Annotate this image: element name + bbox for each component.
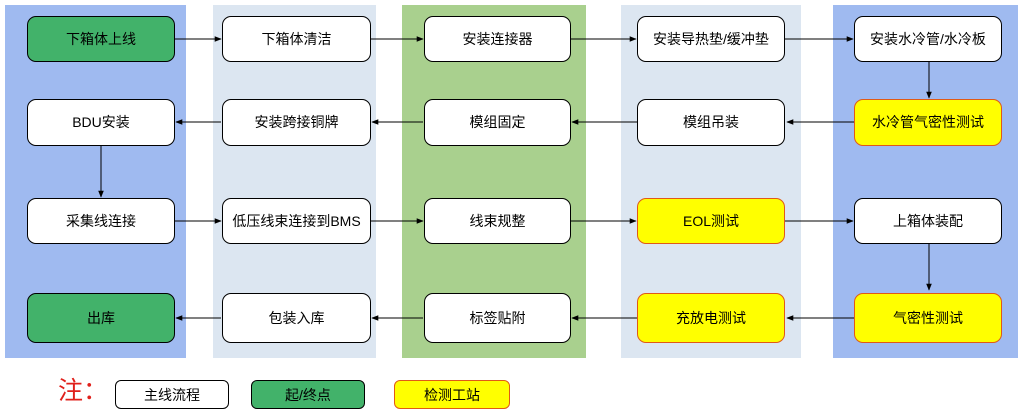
node-lv-harness-to-bms: 低压线束连接到BMS (222, 198, 371, 244)
legend-title: 注： (58, 378, 109, 405)
node-charge-discharge-test: 充放电测试 (637, 293, 785, 343)
node-eol-test: EOL测试 (637, 198, 785, 244)
node-outbound: 出库 (27, 293, 175, 343)
node-module-fixing: 模组固定 (424, 99, 571, 146)
node-harness-arrangement: 线束规整 (424, 198, 571, 244)
node-upper-box-assembly: 上箱体装配 (854, 198, 1002, 244)
node-water-pipe-airtight-test: 水冷管气密性测试 (854, 99, 1002, 146)
node-install-connector: 安装连接器 (424, 16, 571, 62)
node-airtight-test: 气密性测试 (854, 293, 1002, 343)
node-bdu-install: BDU安装 (27, 99, 175, 146)
node-module-hoisting: 模组吊装 (637, 99, 785, 146)
node-label-attach: 标签贴附 (424, 293, 571, 343)
node-packing-storage: 包装入库 (222, 293, 371, 343)
node-lower-box-online: 下箱体上线 (27, 16, 175, 62)
legend-start-end: 起/终点 (251, 380, 365, 409)
node-install-thermal-pad: 安装导热垫/缓冲垫 (637, 16, 785, 62)
node-install-water-cooling: 安装水冷管/水冷板 (854, 16, 1002, 62)
legend-test-station: 检测工站 (394, 380, 510, 409)
node-lower-box-cleaning: 下箱体清洁 (222, 16, 371, 62)
node-install-bridge-copper: 安装跨接铜牌 (222, 99, 371, 146)
legend-main-flow: 主线流程 (115, 380, 229, 409)
node-collection-wire-connect: 采集线连接 (27, 198, 175, 244)
